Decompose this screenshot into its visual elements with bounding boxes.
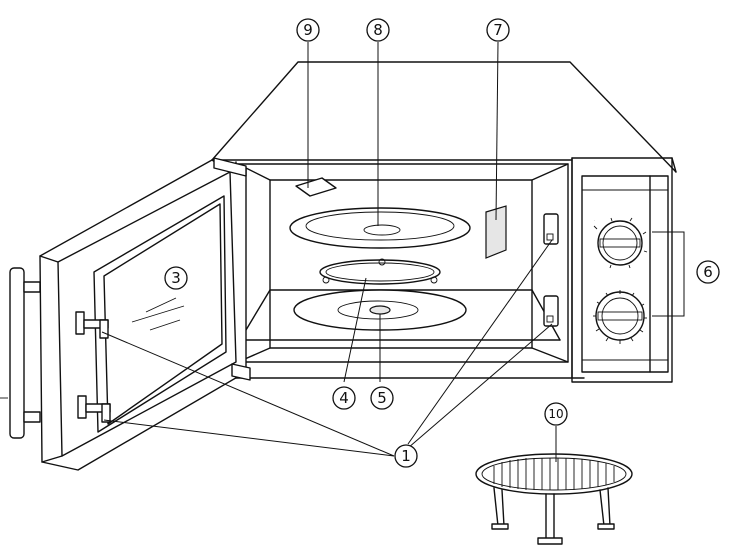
door xyxy=(39,157,251,471)
callout-9: 9 xyxy=(296,18,320,42)
callout-1-text: 1 xyxy=(401,447,411,465)
roller-ring xyxy=(319,258,441,285)
callout-6-text: 6 xyxy=(703,263,713,281)
callout-4-text: 4 xyxy=(339,389,349,407)
callout-7: 7 xyxy=(486,18,510,42)
lamp-cover xyxy=(295,177,337,197)
callout-7-text: 7 xyxy=(493,21,503,39)
waveguide-cover xyxy=(485,205,507,259)
door-handle xyxy=(0,267,41,439)
power-knob-ticks xyxy=(593,217,648,269)
callout-9-text: 9 xyxy=(303,21,313,39)
callout-3: 3 xyxy=(164,266,188,290)
callout-5: 5 xyxy=(370,386,394,410)
callout-8: 8 xyxy=(366,18,390,42)
leader-lines xyxy=(101,41,685,462)
callout-5-text: 5 xyxy=(377,389,387,407)
callout-8-text: 8 xyxy=(373,21,383,39)
turntable-base xyxy=(293,289,467,331)
callout-4: 4 xyxy=(332,386,356,410)
control-panel xyxy=(571,157,677,383)
callout-10: 10 xyxy=(544,402,568,426)
grill-rack xyxy=(475,453,633,545)
glass-reflection xyxy=(131,297,185,331)
glass-tray xyxy=(289,207,471,249)
timer-knob xyxy=(593,290,647,344)
callout-1: 1 xyxy=(394,444,418,468)
callout-6: 6 xyxy=(696,260,720,284)
door-latch-hooks xyxy=(75,311,111,423)
callout-3-text: 3 xyxy=(171,269,181,287)
power-knob: . xyxy=(594,218,643,266)
svg-text:.: . xyxy=(594,218,595,222)
door-latch-holes xyxy=(543,213,559,327)
callout-10-text: 10 xyxy=(548,407,563,421)
